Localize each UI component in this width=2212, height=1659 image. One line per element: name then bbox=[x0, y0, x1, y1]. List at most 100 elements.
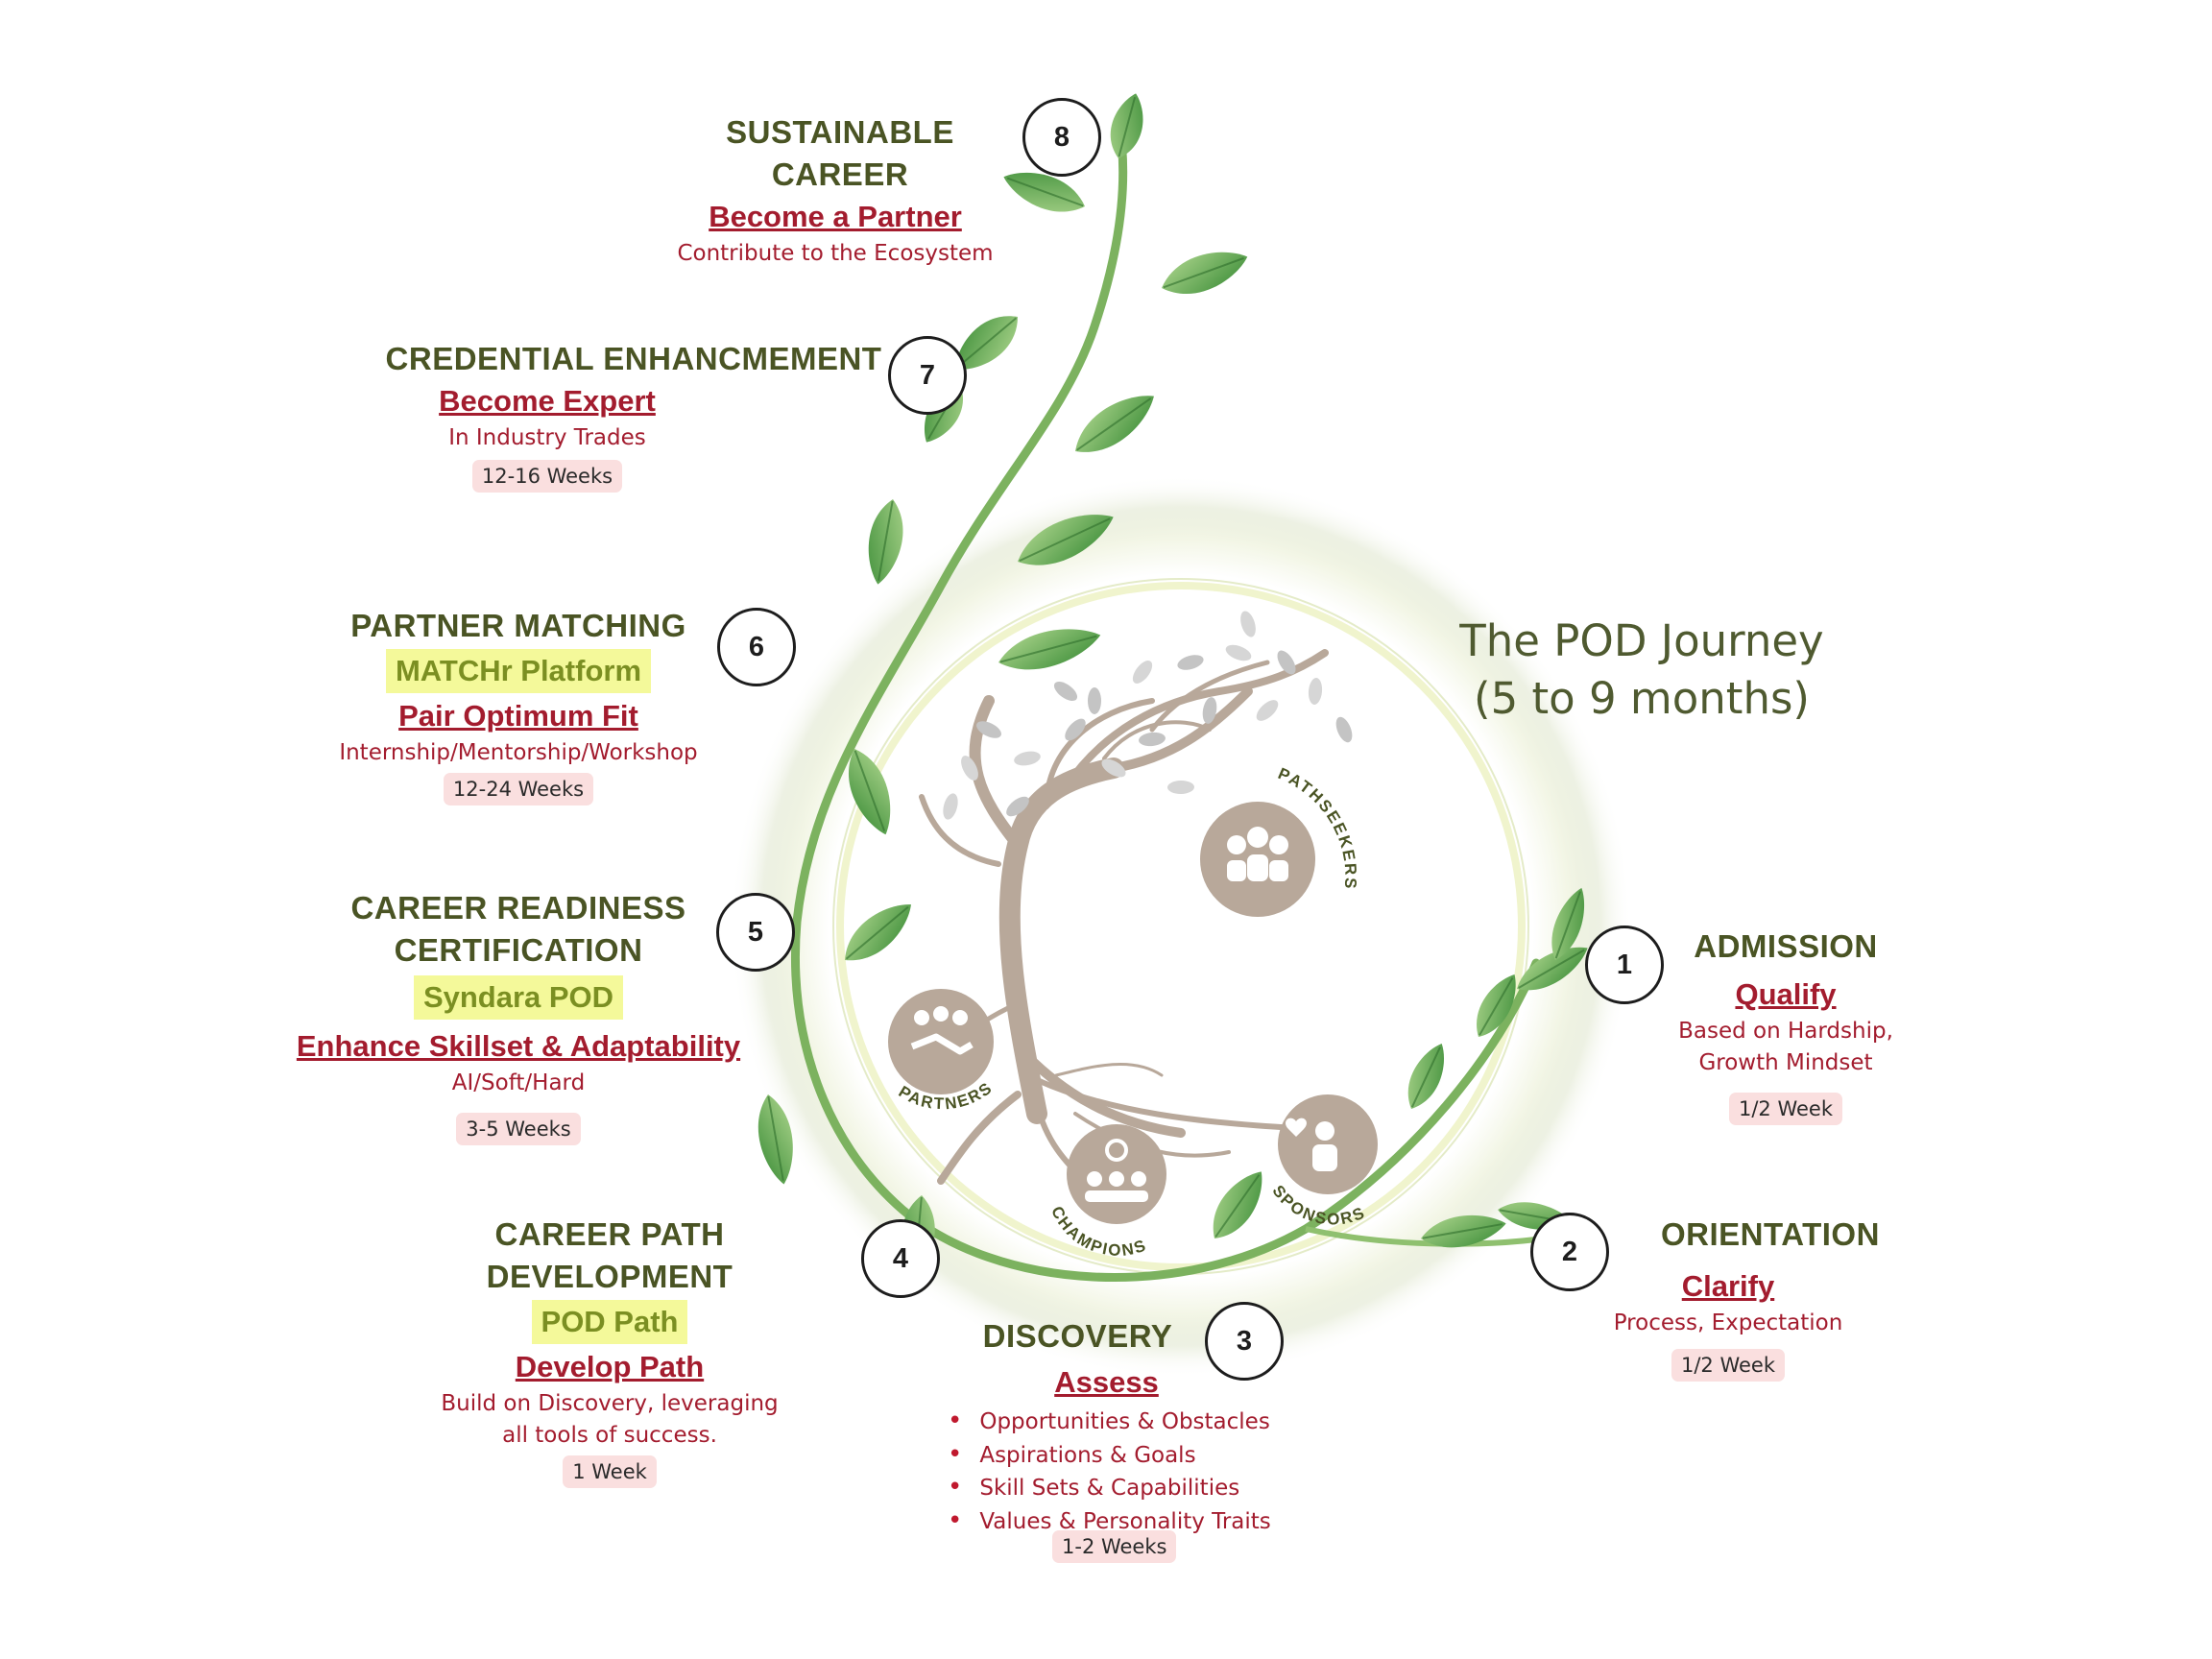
vine-leaf-vein bbox=[854, 750, 886, 831]
glow-ring bbox=[836, 582, 1526, 1271]
tree-leaf bbox=[961, 756, 978, 781]
highlight-label: POD Path bbox=[531, 1300, 688, 1344]
step-title: CAREER READINESS bbox=[350, 890, 686, 926]
step-desc: Build on Discovery, leveraging bbox=[441, 1391, 779, 1416]
vine-leaf-vein bbox=[845, 905, 909, 960]
tree-leaf bbox=[1240, 611, 1256, 637]
step-7-number: 7 bbox=[888, 336, 967, 415]
step-8-number: 8 bbox=[1022, 98, 1101, 177]
vine-leaf-vein bbox=[767, 1095, 784, 1181]
vine-leaf-vein bbox=[1118, 96, 1137, 157]
step-2-number: 2 bbox=[1530, 1213, 1609, 1291]
vine-leaf-vein bbox=[999, 635, 1097, 663]
step-title: PARTNER MATCHING bbox=[350, 608, 686, 643]
vine-leaf-vein bbox=[1422, 1223, 1503, 1239]
duration-badge: 1/2 Week bbox=[1728, 1093, 1842, 1125]
step-5-number: 5 bbox=[716, 893, 795, 972]
vine-leaf-vein bbox=[1518, 949, 1585, 989]
vine-leaf-vein bbox=[1214, 1174, 1261, 1238]
step-desc: Internship/Mentorship/Workshop bbox=[339, 740, 698, 765]
step-discovery: DISCOVERY Assess bbox=[960, 1315, 1267, 1404]
tree-leaf bbox=[1065, 718, 1086, 741]
tree-leaf bbox=[1139, 732, 1166, 747]
tree-leaf bbox=[1088, 687, 1101, 714]
bullet-item: Opportunities & Obstacles bbox=[948, 1406, 1293, 1439]
step-desc: Process, Expectation bbox=[1613, 1310, 1843, 1335]
step-3-number: 3 bbox=[1205, 1302, 1284, 1381]
step-title: ORIENTATION bbox=[1661, 1216, 1880, 1252]
step-career-readiness: CAREER READINESS CERTIFICATION Syndara P… bbox=[278, 887, 758, 1145]
discovery-bullets: Opportunities & Obstacles Aspirations & … bbox=[948, 1406, 1293, 1538]
step-sustainable-career: SUSTAINABLE CAREER Become a Partner Cont… bbox=[653, 111, 1018, 270]
duration-badge: 3-5 Weeks bbox=[456, 1113, 581, 1145]
tree-leaf bbox=[1014, 751, 1041, 766]
step-title: CERTIFICATION bbox=[394, 932, 643, 968]
tree-leaf bbox=[1101, 758, 1126, 778]
vine-leaves bbox=[757, 93, 1588, 1277]
step-1-number: 1 bbox=[1585, 926, 1664, 1004]
step-orientation: ORIENTATION Clarify Process, Expectation… bbox=[1594, 1214, 1880, 1382]
journey-subtitle: (5 to 9 months) bbox=[1474, 673, 1810, 724]
tree-leaf bbox=[1202, 697, 1217, 724]
step-action: Qualify bbox=[1735, 977, 1837, 1011]
vine-leaf-vein bbox=[1006, 177, 1084, 207]
step-career-path-development: CAREER PATH DEVELOPMENT POD Path Develop… bbox=[374, 1214, 845, 1488]
step-partner-matching: PARTNER MATCHING MATCHr Platform Pair Op… bbox=[317, 605, 720, 805]
step-title: CREDENTIAL ENHANCMEMENT bbox=[385, 341, 882, 376]
step-4-number: 4 bbox=[861, 1219, 940, 1298]
tree-leaf bbox=[1006, 796, 1029, 817]
step-desc: In Industry Trades bbox=[448, 425, 646, 450]
duration-badge: 12-16 Weeks bbox=[471, 460, 623, 493]
vine-leaf-vein bbox=[878, 500, 894, 581]
bullet-item: Aspirations & Goals bbox=[948, 1439, 1293, 1473]
tree-leaf bbox=[976, 721, 1001, 738]
tree-leaf bbox=[1225, 644, 1252, 661]
pathseekers-circle bbox=[1200, 802, 1315, 917]
step-desc: Growth Mindset bbox=[1698, 1050, 1873, 1075]
journey-heading: The POD Journey (5 to 9 months) bbox=[1402, 613, 1882, 728]
step-desc: Contribute to the Ecosystem bbox=[677, 241, 994, 266]
step-title: SUSTAINABLE CAREER bbox=[726, 114, 954, 192]
step-action: Pair Optimum Fit bbox=[398, 699, 638, 733]
tree-leaf bbox=[1167, 780, 1194, 795]
sponsors-circle bbox=[1278, 1094, 1378, 1194]
champions-circle bbox=[1067, 1124, 1166, 1224]
tree-leaf bbox=[1053, 682, 1078, 701]
duration-badge: 12-24 Weeks bbox=[443, 773, 594, 805]
step-action: Enhance Skillset & Adaptability bbox=[296, 1029, 741, 1063]
partners-circle bbox=[888, 989, 994, 1094]
vine-leaf-vein bbox=[1163, 256, 1244, 289]
vine-leaf-vein bbox=[1410, 1046, 1441, 1108]
vine-leaf-vein bbox=[1554, 891, 1581, 959]
tree-leaf bbox=[1335, 716, 1353, 743]
step-title: CAREER PATH DEVELOPMENT bbox=[486, 1216, 733, 1294]
vine-leaf-vein bbox=[1076, 397, 1152, 451]
tree-leaf bbox=[1177, 655, 1204, 670]
journey-title: The POD Journey bbox=[1459, 615, 1824, 666]
step-desc: AI/Soft/Hard bbox=[451, 1070, 586, 1095]
highlight-label: Syndara POD bbox=[413, 975, 624, 1020]
bullet-item: Skill Sets & Capabilities bbox=[948, 1472, 1293, 1505]
step-desc: all tools of success. bbox=[502, 1423, 717, 1448]
vine-leaf-vein bbox=[957, 317, 1018, 368]
duration-badge: 1/2 Week bbox=[1671, 1349, 1785, 1382]
step-desc: Based on Hardship, bbox=[1678, 1019, 1893, 1044]
tree-leaves bbox=[943, 611, 1353, 820]
tree-leaf bbox=[1308, 678, 1323, 705]
vine-leaf-vein bbox=[1019, 517, 1111, 563]
step-6-number: 6 bbox=[717, 608, 796, 686]
step-title: DISCOVERY bbox=[982, 1318, 1173, 1354]
bullet-item: Values & Personality Traits bbox=[948, 1505, 1293, 1539]
step-action: Develop Path bbox=[515, 1350, 705, 1383]
tree-leaf bbox=[943, 793, 958, 820]
step-action: Assess bbox=[1054, 1365, 1159, 1399]
step-action: Become Expert bbox=[439, 384, 656, 418]
tree-leaf bbox=[1277, 650, 1296, 675]
tree-leaf bbox=[1256, 700, 1279, 721]
step-credential-enhancement: CREDENTIAL ENHANCMEMENT Become Expert In… bbox=[384, 338, 883, 493]
step-admission: ADMISSION Qualify Based on Hardship, Gro… bbox=[1651, 926, 1920, 1125]
step-title: ADMISSION bbox=[1694, 928, 1878, 964]
vine-leaf-vein bbox=[1479, 977, 1514, 1036]
highlight-label: MATCHr Platform bbox=[385, 649, 652, 693]
